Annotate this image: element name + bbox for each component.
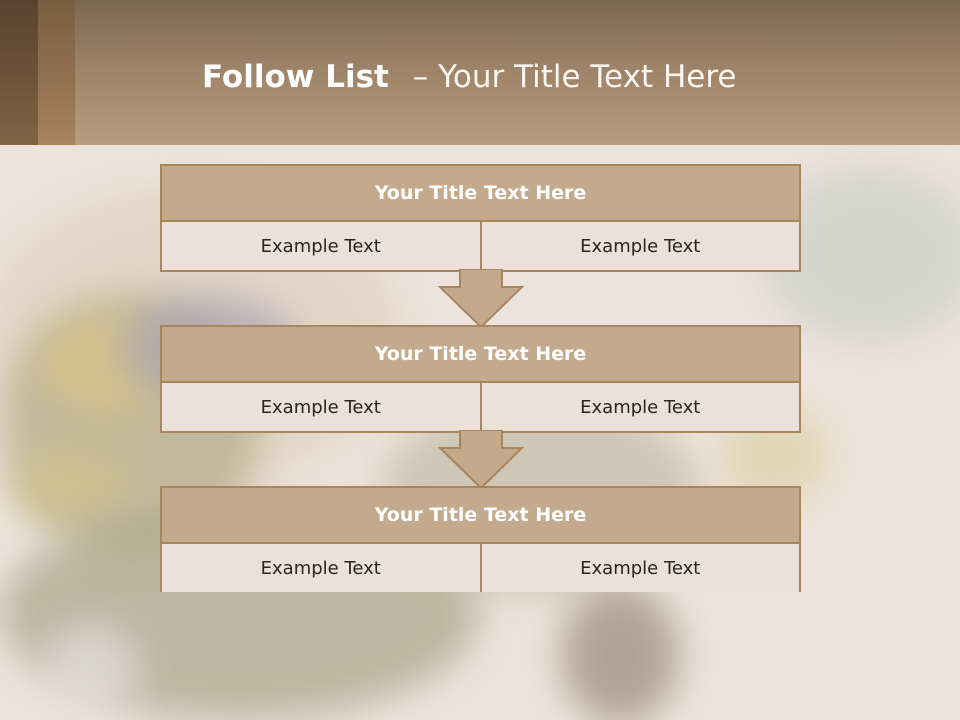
block-row: Example Text Example Text <box>162 383 799 431</box>
title-bold: Follow List <box>202 59 389 95</box>
block-cell[interactable]: Example Text <box>162 383 480 431</box>
block-title[interactable]: Your Title Text Here <box>162 327 799 383</box>
block-cell[interactable]: Example Text <box>479 222 799 270</box>
header-band: Follow List – Your Title Text Here <box>0 0 960 145</box>
header-accent-mid <box>38 0 75 145</box>
block-cell[interactable]: Example Text <box>162 222 480 270</box>
header-accent-dark <box>0 0 38 145</box>
title-rest: – Your Title Text Here <box>412 59 737 95</box>
block-row: Example Text Example Text <box>162 222 799 270</box>
list-block-2: Your Title Text Here Example Text Exampl… <box>160 325 801 433</box>
down-arrow-icon <box>438 430 524 490</box>
down-arrow-icon <box>438 269 524 329</box>
block-row: Example Text Example Text <box>162 544 799 592</box>
slide-title: Follow List – Your Title Text Here <box>202 55 736 99</box>
block-cell[interactable]: Example Text <box>479 544 799 592</box>
block-cell[interactable]: Example Text <box>162 544 480 592</box>
block-title[interactable]: Your Title Text Here <box>162 488 799 544</box>
list-block-1: Your Title Text Here Example Text Exampl… <box>160 164 801 272</box>
list-block-3: Your Title Text Here Example Text Exampl… <box>160 486 801 592</box>
block-cell[interactable]: Example Text <box>479 383 799 431</box>
block-title[interactable]: Your Title Text Here <box>162 166 799 222</box>
